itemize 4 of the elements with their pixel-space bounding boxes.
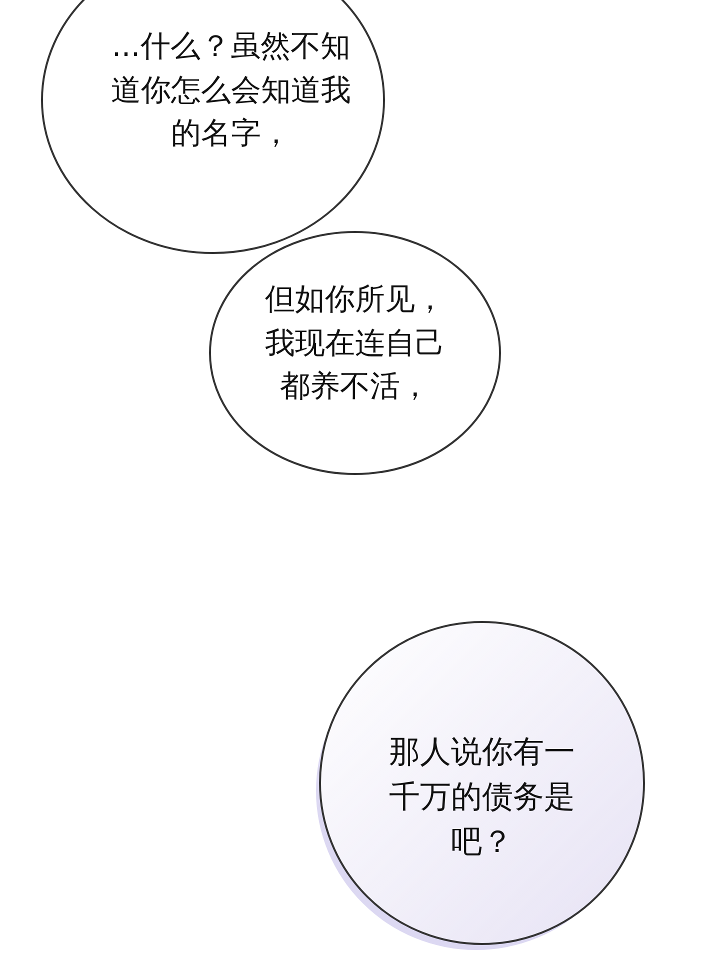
- speech-text: 但如你所见，我现在连自己都养不活，: [264, 281, 446, 406]
- speech-text: ...什么？虽然不知道你怎么会知道我的名字，: [110, 28, 352, 153]
- speech-bubble: [208, 230, 502, 476]
- speech-bubble: [40, 0, 386, 255]
